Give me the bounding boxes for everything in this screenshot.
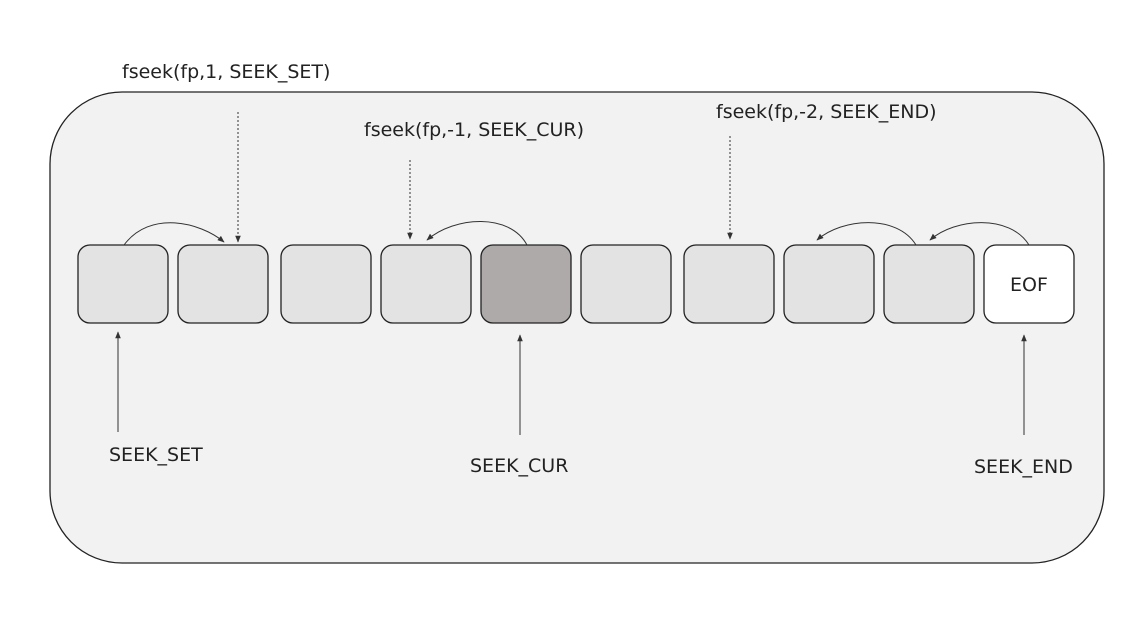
move-arrow-end-2 bbox=[816, 222, 917, 246]
call-label-seek-end: fseek(fp,-2, SEEK_END) bbox=[716, 101, 937, 123]
call-label-seek-set: fseek(fp,1, SEEK_SET) bbox=[122, 61, 331, 83]
byte-cell-4 bbox=[380, 244, 472, 324]
byte-cell-7 bbox=[683, 244, 775, 324]
byte-cell-6 bbox=[580, 244, 672, 324]
byte-cell-8 bbox=[783, 244, 875, 324]
byte-cell-2 bbox=[177, 244, 269, 324]
call-label-seek-cur: fseek(fp,-1, SEEK_CUR) bbox=[364, 119, 585, 141]
move-arrow-cur bbox=[426, 221, 528, 246]
origin-label-seek-end: SEEK_END bbox=[974, 456, 1073, 478]
move-arrow-end-1 bbox=[929, 222, 1030, 246]
file-buffer: EOF bbox=[77, 244, 1075, 324]
origin-label-seek-cur: SEEK_CUR bbox=[470, 455, 569, 477]
eof-label: EOF bbox=[1010, 274, 1048, 296]
move-arrow-set bbox=[123, 222, 225, 246]
byte-cell-3 bbox=[280, 244, 372, 324]
byte-cell-5-current bbox=[480, 244, 572, 324]
byte-cell-1 bbox=[77, 244, 169, 324]
byte-cell-9 bbox=[883, 244, 975, 324]
origin-label-seek-set: SEEK_SET bbox=[109, 444, 203, 466]
file-panel bbox=[49, 91, 1105, 564]
